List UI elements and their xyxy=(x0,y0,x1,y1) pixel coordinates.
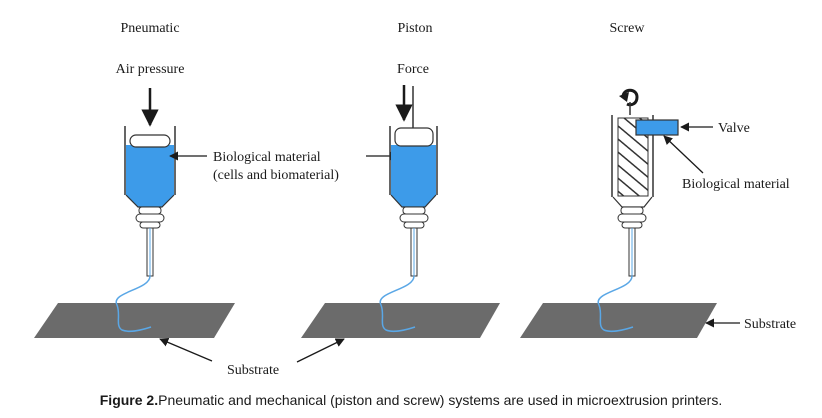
valve-label: Valve xyxy=(718,121,750,136)
biological-material-fill xyxy=(126,145,174,195)
substrate-label-right: Substrate xyxy=(744,317,796,332)
figure-caption: Figure 2.Pneumatic and mechanical (pisto… xyxy=(0,392,822,408)
filament-3 xyxy=(597,275,634,332)
piston-head xyxy=(394,127,434,147)
filament-1 xyxy=(115,275,152,332)
piston-syringe: Force xyxy=(389,62,438,277)
bio-material-sublabel: (cells and biomaterial) xyxy=(213,168,339,183)
extrusion-diagram: Pneumatic Piston Screw Air pressure Biol… xyxy=(34,21,796,378)
filament-2 xyxy=(379,275,416,332)
bio-material-screw-label: Biological material xyxy=(682,177,790,192)
pneumatic-seal xyxy=(129,134,171,148)
pneumatic-syringe: Air pressure xyxy=(116,62,185,277)
caption-text: Pneumatic and mechanical (piston and scr… xyxy=(158,392,723,408)
substrate-arrow-right xyxy=(296,338,345,363)
force-label: Force xyxy=(397,62,429,77)
screw-syringe xyxy=(611,88,679,277)
title-screw: Screw xyxy=(610,21,646,36)
substrate-label-bottom: Substrate xyxy=(227,363,279,378)
rotation-arrow-icon xyxy=(621,88,639,107)
caption-label: Figure 2. xyxy=(99,392,159,408)
bio-material-label: Biological material xyxy=(213,150,321,165)
air-pressure-label: Air pressure xyxy=(116,62,185,77)
substrate-plate-3 xyxy=(520,275,717,338)
valve-block xyxy=(635,119,679,136)
title-piston: Piston xyxy=(397,21,432,36)
title-pneumatic: Pneumatic xyxy=(120,21,179,36)
substrate-plate-1 xyxy=(34,275,235,338)
bio-material-screw-arrow xyxy=(663,135,704,174)
substrate-plate-2 xyxy=(301,275,500,338)
substrate-arrow-left xyxy=(159,338,213,362)
